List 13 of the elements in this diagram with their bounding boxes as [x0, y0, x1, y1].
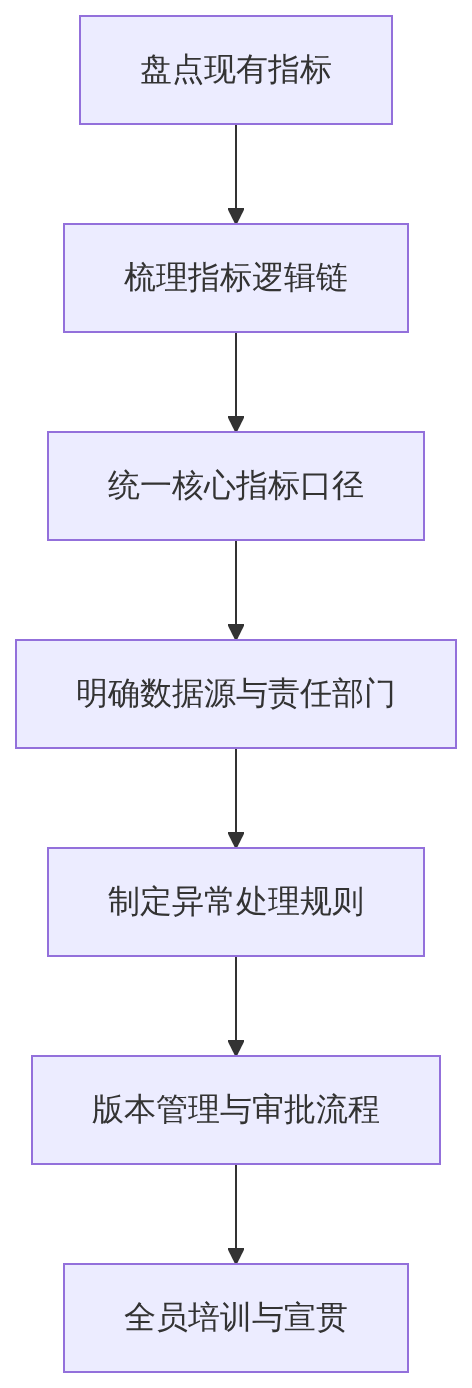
- node-box: 统一核心指标口径: [47, 431, 425, 541]
- arrow: [227, 1163, 245, 1265]
- arrow: [227, 331, 245, 433]
- arrow: [227, 747, 245, 849]
- node-box: 梳理指标逻辑链: [63, 223, 409, 333]
- node-box: 明确数据源与责任部门: [15, 639, 457, 749]
- node-box: 盘点现有指标: [79, 15, 393, 125]
- node-box: 全员培训与宣贯: [63, 1263, 409, 1373]
- arrow: [227, 539, 245, 641]
- arrow: [227, 955, 245, 1057]
- node-box: 制定异常处理规则: [47, 847, 425, 957]
- node-box: 版本管理与审批流程: [31, 1055, 441, 1165]
- arrow: [227, 123, 245, 225]
